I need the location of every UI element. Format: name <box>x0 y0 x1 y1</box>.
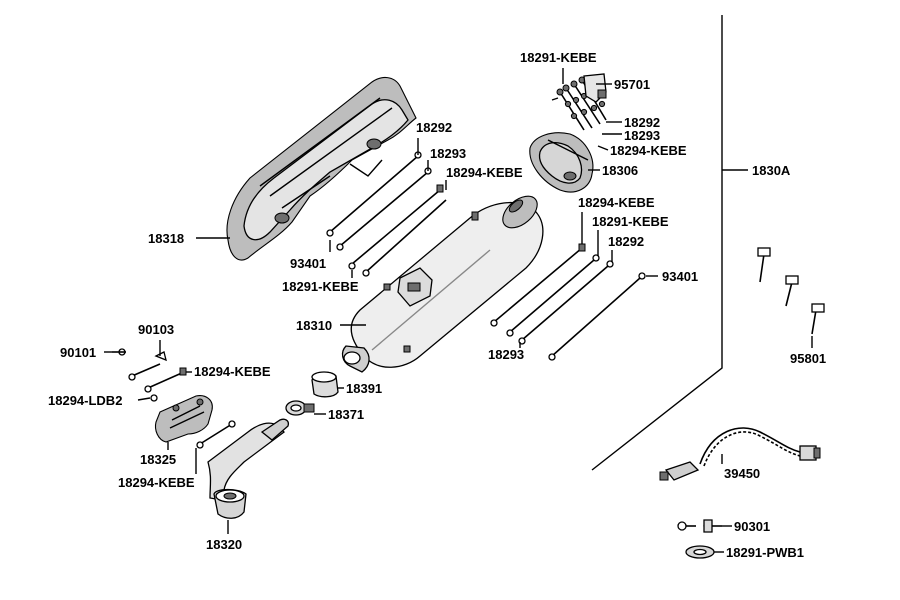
label-95801: 95801 <box>790 351 826 366</box>
label-18291-kebe-left: 18291-KEBE <box>282 279 359 294</box>
label-18293-right: 18293 <box>624 128 660 143</box>
label-18318: 18318 <box>148 231 184 246</box>
label-18292-right: 18292 <box>624 115 660 130</box>
label-18294-kebe-pipe: 18294-KEBE <box>118 475 195 490</box>
label-93401-side: 93401 <box>662 269 698 284</box>
label-18293-bottom: 18293 <box>488 347 524 362</box>
label-18294-ldb2: 18294-LDB2 <box>48 393 122 408</box>
muffler-body-part <box>341 195 544 373</box>
label-18320: 18320 <box>206 537 242 552</box>
label-18306: 18306 <box>602 163 638 178</box>
label-18292-side: 18292 <box>608 234 644 249</box>
label-90101: 90101 <box>60 345 96 360</box>
label-95701: 95701 <box>614 77 650 92</box>
label-18294-kebe-mid: 18294-KEBE <box>446 165 523 180</box>
muffler-end-cap-part <box>529 132 594 193</box>
pipe-clamp-part <box>285 400 315 416</box>
washer-part <box>685 545 715 559</box>
label-18291-pwb1: 18291-PWB1 <box>726 545 804 560</box>
label-18291-kebe-side: 18291-KEBE <box>592 214 669 229</box>
end-cap-fastener-cluster <box>551 73 607 131</box>
leader-18294-right <box>597 145 609 151</box>
label-93401-left: 93401 <box>290 256 326 271</box>
gasket-part <box>311 371 339 398</box>
label-90301: 90301 <box>734 519 770 534</box>
label-18310: 18310 <box>296 318 332 333</box>
exhaust-pipe-part <box>196 418 290 519</box>
label-18293-mid: 18293 <box>430 146 466 161</box>
label-90103: 90103 <box>138 322 174 337</box>
small-bolts-part <box>677 519 722 533</box>
label-18294-kebe-side: 18294-KEBE <box>578 195 655 210</box>
pipe-guard-part <box>154 395 213 443</box>
bracket-bolts-part <box>757 247 825 335</box>
label-18294-kebe-guard: 18294-KEBE <box>194 364 271 379</box>
label-39450: 39450 <box>724 466 760 481</box>
label-1830a: 1830A <box>752 163 791 178</box>
label-18294-kebe-right: 18294-KEBE <box>610 143 687 158</box>
oxygen-sensor-part <box>659 427 821 481</box>
muffler-side-hardware <box>490 243 646 361</box>
pipe-guard-hardware <box>112 348 187 402</box>
heat-shield-part <box>226 77 417 261</box>
group-bracket-line <box>591 15 723 471</box>
leader-18294-ldb2 <box>137 397 151 401</box>
label-18391: 18391 <box>346 381 382 396</box>
label-18291-kebe-top: 18291-KEBE <box>520 50 597 65</box>
label-18371: 18371 <box>328 407 364 422</box>
label-18325: 18325 <box>140 452 176 467</box>
label-18292-mid: 18292 <box>416 120 452 135</box>
